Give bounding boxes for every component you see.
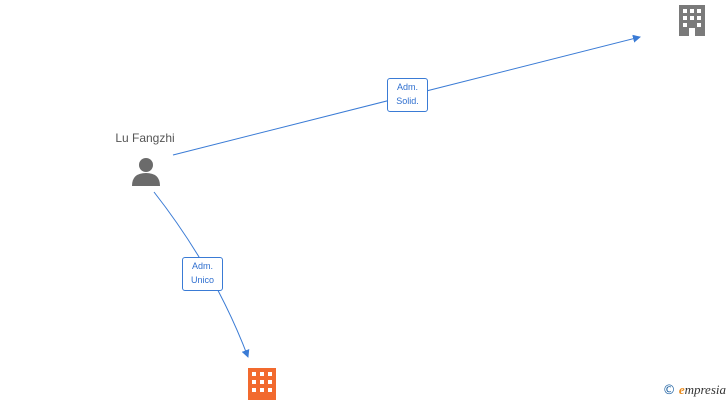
building-icon[interactable] [679, 5, 705, 36]
edge-label-unico[interactable]: Adm. Unico [182, 257, 223, 291]
edge-label-solid[interactable]: Adm. Solid. [387, 78, 428, 112]
edge-label-line1: Adm. [191, 261, 213, 271]
brand-name: mpresia [684, 382, 726, 397]
person-name[interactable]: Lu Fangzhi [115, 131, 175, 145]
edge-label-line2: Solid. [396, 96, 419, 106]
brand-initial: e [678, 382, 685, 397]
edge-label-line2: Unico [190, 275, 214, 285]
brand-watermark: © empresia [663, 382, 726, 398]
copyright-symbol: © [662, 383, 676, 398]
edge-label-line1: Adm. [396, 82, 418, 92]
person-icon[interactable] [132, 158, 160, 186]
building-icon[interactable] [248, 368, 276, 400]
